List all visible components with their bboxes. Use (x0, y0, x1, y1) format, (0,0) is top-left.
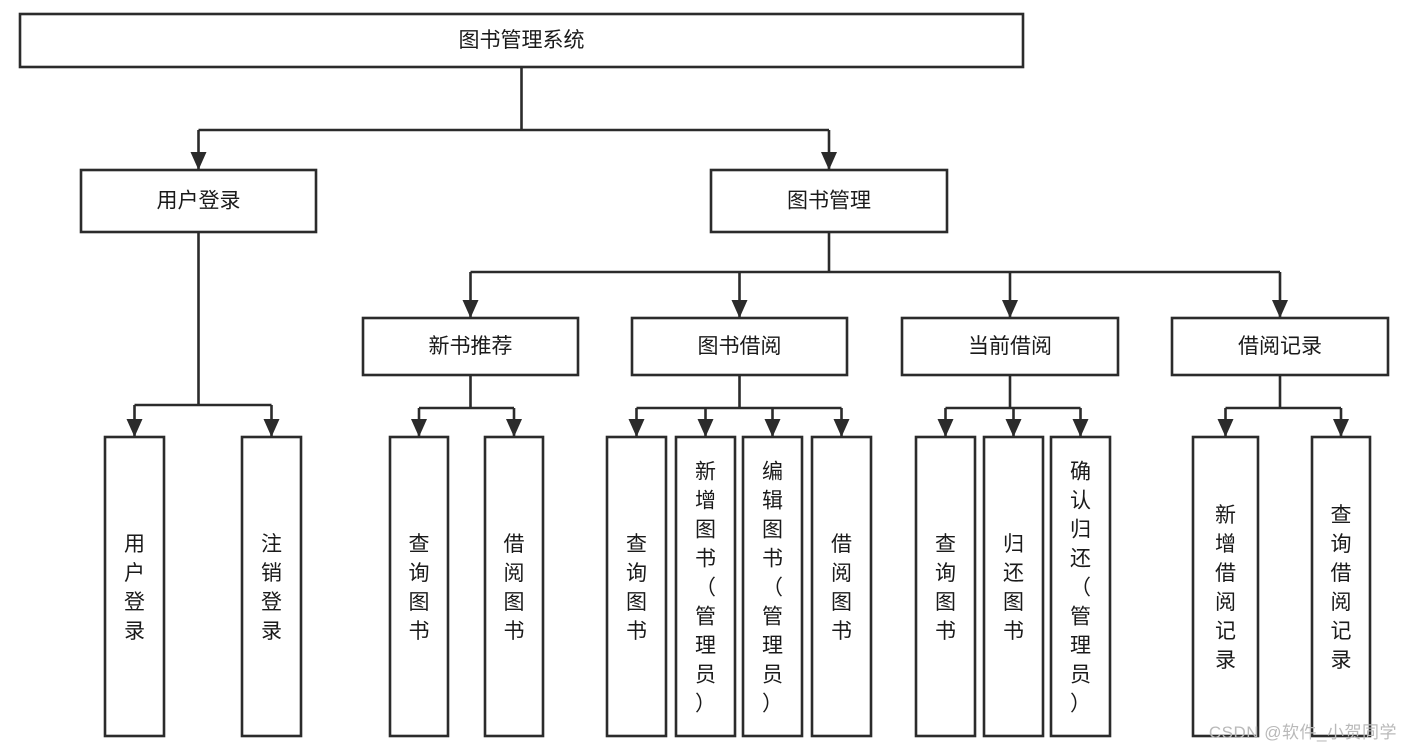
node-label-leaf-user-login: 用户登录 (124, 533, 145, 643)
node-leaf-return-book[interactable]: 归还图书 (982, 435, 1045, 738)
node-label-leaf-confirm-return: 确认归还（管理员） (1070, 461, 1091, 716)
node-label-leaf-return-book: 归还图书 (1003, 533, 1024, 643)
arrow-head-icon (1002, 300, 1018, 318)
arrow-head-icon (462, 300, 479, 318)
node-box-user-login (79, 168, 318, 234)
arrow-head-icon (411, 419, 427, 437)
arrow-head-icon (126, 419, 143, 437)
arrow-head-icon (506, 419, 522, 437)
node-label-user-login: 用户登录 (157, 190, 241, 213)
node-box-leaf-edit-book (741, 435, 804, 738)
arrow-head-icon (731, 300, 748, 318)
node-label-book-borrow: 图书借阅 (698, 335, 782, 358)
arrow-head-icon (190, 152, 207, 170)
node-label-borrow-record: 借阅记录 (1238, 335, 1322, 358)
node-box-leaf-return-book (982, 435, 1045, 738)
node-leaf-query-book-2[interactable]: 查询图书 (605, 435, 668, 738)
node-label-leaf-query-book-2: 查询图书 (626, 533, 647, 643)
node-box-leaf-query-book-3 (914, 435, 977, 738)
node-root[interactable]: 图书管理系统 (18, 12, 1025, 69)
node-label-leaf-query-book-1: 查询图书 (409, 533, 430, 643)
node-box-leaf-add-record (1191, 435, 1260, 738)
node-leaf-add-record[interactable]: 新增借阅记录 (1191, 435, 1260, 738)
node-label-leaf-edit-book: 编辑图书（管理员） (762, 461, 783, 716)
node-leaf-edit-book[interactable]: 编辑图书（管理员） (741, 435, 804, 738)
arrow-head-icon (821, 152, 837, 170)
arrow-head-icon (1217, 419, 1234, 437)
arrow-head-icon (1005, 419, 1022, 437)
node-label-leaf-query-record: 查询借阅记录 (1331, 504, 1352, 672)
node-leaf-user-login[interactable]: 用户登录 (103, 435, 166, 738)
csdn-watermark: CSDN @软件_小贺同学 (1208, 723, 1397, 742)
node-box-book-manage (709, 168, 949, 234)
node-label-leaf-add-book: 新增图书（管理员） (695, 461, 716, 716)
node-box-borrow-record (1170, 316, 1390, 377)
arrow-head-icon (1272, 300, 1288, 318)
node-book-manage[interactable]: 图书管理 (709, 168, 949, 234)
node-label-leaf-query-book-3: 查询图书 (935, 533, 956, 643)
node-boxes-layer: 图书管理系统用户登录图书管理新书推荐图书借阅当前借阅借阅记录用户登录注销登录查询… (18, 12, 1390, 738)
node-label-leaf-add-record: 新增借阅记录 (1215, 504, 1236, 672)
node-box-leaf-query-book-2 (605, 435, 668, 738)
arrow-head-icon (263, 419, 280, 437)
arrow-head-icon (1333, 419, 1349, 437)
node-box-new-book-rec (361, 316, 580, 377)
arrow-head-icon (1072, 419, 1089, 437)
node-label-leaf-borrow-book-1: 借阅图书 (504, 533, 525, 643)
node-new-book-rec[interactable]: 新书推荐 (361, 316, 580, 377)
node-leaf-query-book-3[interactable]: 查询图书 (914, 435, 977, 738)
arrow-head-icon (764, 419, 781, 437)
node-box-leaf-confirm-return (1049, 435, 1112, 738)
node-box-book-borrow (630, 316, 849, 377)
node-box-leaf-add-book (674, 435, 737, 738)
arrow-head-icon (937, 419, 954, 437)
node-user-login[interactable]: 用户登录 (79, 168, 318, 234)
node-label-book-manage: 图书管理 (787, 190, 871, 213)
node-leaf-user-logout[interactable]: 注销登录 (240, 435, 303, 738)
node-leaf-query-record[interactable]: 查询借阅记录 (1310, 435, 1372, 738)
arrow-head-icon (697, 419, 714, 437)
arrow-head-icon (628, 419, 645, 437)
node-label-new-book-rec: 新书推荐 (429, 335, 513, 358)
node-box-leaf-user-logout (240, 435, 303, 738)
node-box-leaf-query-book-1 (388, 435, 450, 738)
arrow-head-icon (833, 419, 850, 437)
node-leaf-query-book-1[interactable]: 查询图书 (388, 435, 450, 738)
node-box-current-borrow (900, 316, 1120, 377)
connector-lines-layer (126, 67, 1349, 437)
node-leaf-confirm-return[interactable]: 确认归还（管理员） (1049, 435, 1112, 738)
node-label-leaf-borrow-book-2: 借阅图书 (831, 533, 852, 643)
node-leaf-borrow-book-1[interactable]: 借阅图书 (483, 435, 545, 738)
node-box-leaf-user-login (103, 435, 166, 738)
node-label-current-borrow: 当前借阅 (968, 335, 1052, 358)
node-label-leaf-user-logout: 注销登录 (261, 533, 282, 643)
node-box-leaf-borrow-book-1 (483, 435, 545, 738)
node-box-leaf-query-record (1310, 435, 1372, 738)
node-book-borrow[interactable]: 图书借阅 (630, 316, 849, 377)
node-leaf-add-book[interactable]: 新增图书（管理员） (674, 435, 737, 738)
node-label-root: 图书管理系统 (459, 29, 585, 52)
node-borrow-record[interactable]: 借阅记录 (1170, 316, 1390, 377)
node-box-root (18, 12, 1025, 69)
node-current-borrow[interactable]: 当前借阅 (900, 316, 1120, 377)
node-leaf-borrow-book-2[interactable]: 借阅图书 (810, 435, 873, 738)
node-box-leaf-borrow-book-2 (810, 435, 873, 738)
